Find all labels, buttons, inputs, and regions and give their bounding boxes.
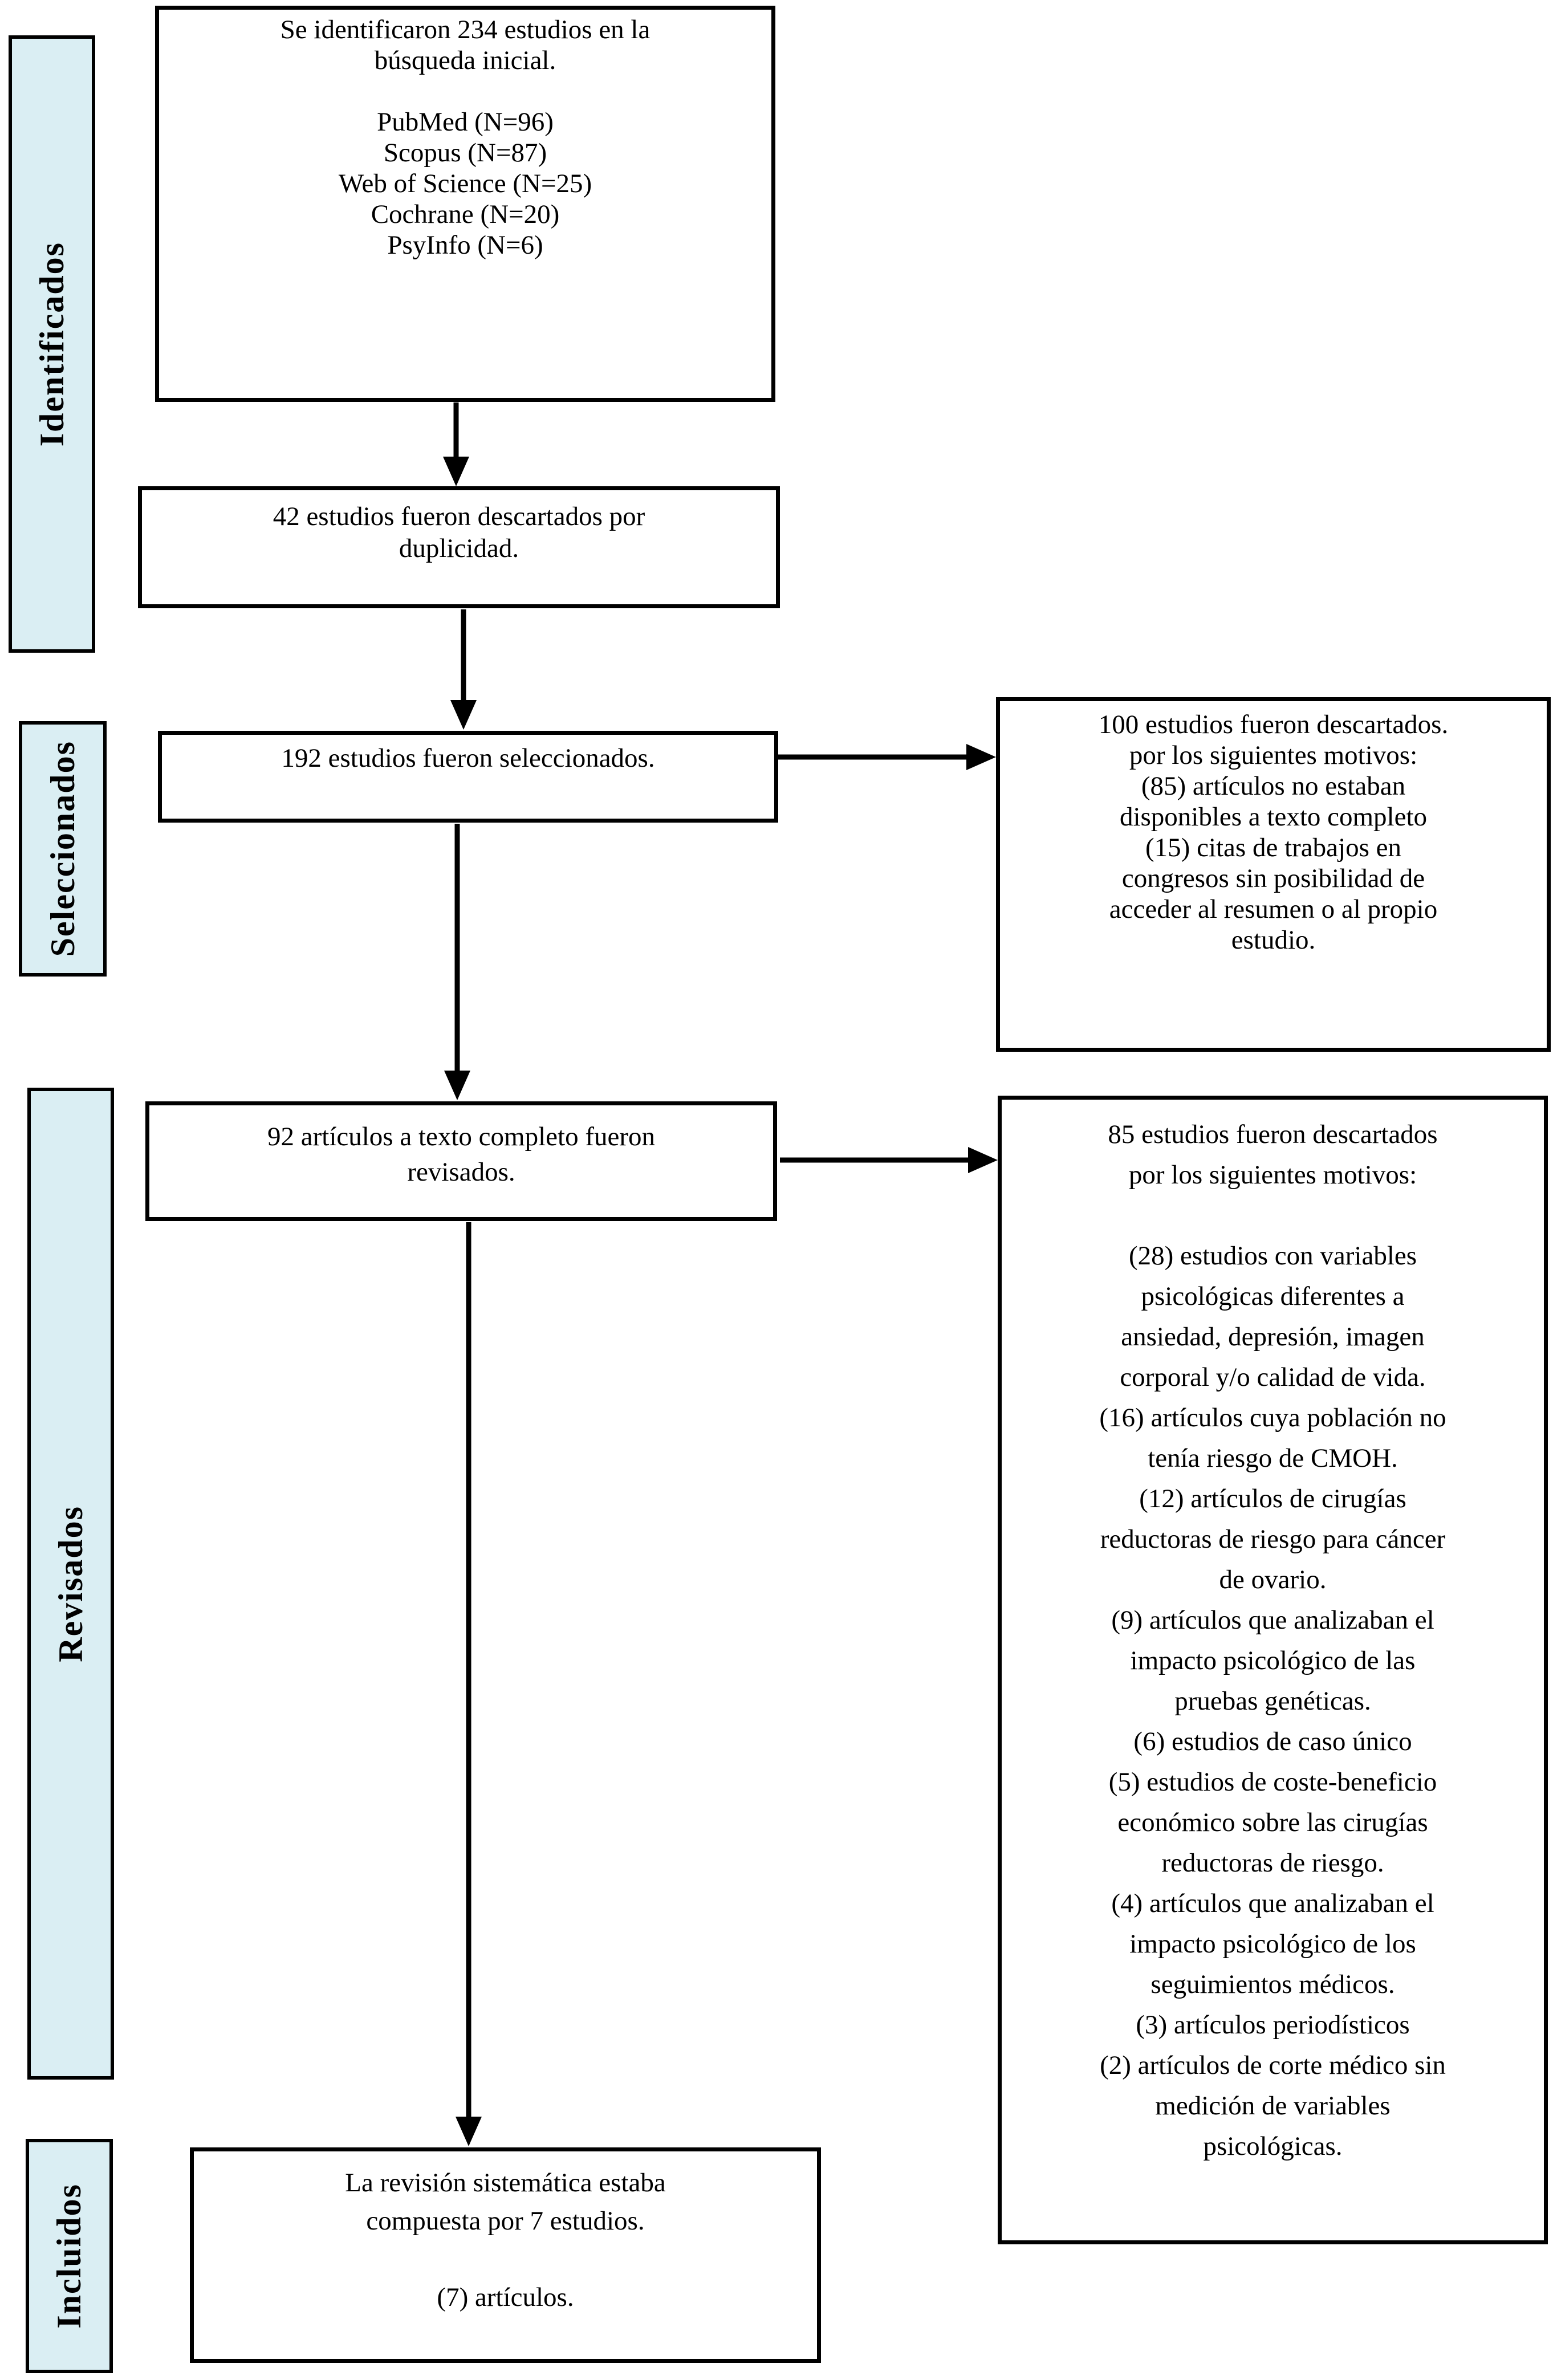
text-line: compuesta por 7 estudios.	[366, 2206, 645, 2236]
text-line: (16) artículos cuya población no	[1099, 1403, 1446, 1433]
text-line: Scopus (N=87)	[383, 138, 547, 168]
arrow-screened-to-excluded-icon	[778, 744, 996, 770]
text-line: por los siguientes motivos:	[1129, 741, 1418, 770]
text-line: 192 estudios fueron seleccionados.	[281, 743, 655, 773]
text-line: (85) artículos no estaban	[1141, 771, 1406, 801]
text-line: psicológicas diferentes a	[1141, 1281, 1405, 1311]
text-line: (7) artículos.	[437, 2283, 574, 2312]
text-line: económico sobre las cirugías	[1117, 1808, 1428, 1837]
text-line: (12) artículos de cirugías	[1139, 1484, 1406, 1514]
text-line: psicológicas.	[1203, 2131, 1343, 2161]
arrow-fulltext-to-excluded-icon	[780, 1147, 998, 1173]
text-line: (5) estudios de coste-beneficio	[1108, 1767, 1437, 1797]
text-line: impacto psicológico de los	[1129, 1929, 1416, 1959]
text-line: Cochrane (N=20)	[371, 200, 560, 229]
text-line	[1002, 1195, 1544, 1236]
text-line: tenía riesgo de CMOH.	[1148, 1443, 1398, 1473]
text-line: estudio.	[1231, 925, 1316, 955]
text-line: de ovario.	[1219, 1565, 1327, 1594]
arrow-screened-to-fulltext-icon	[444, 824, 470, 1100]
arrow-fulltext-to-included-icon	[456, 1222, 482, 2146]
text-line: por los siguientes motivos:	[1128, 1160, 1417, 1190]
text-line: medición de variables	[1155, 2091, 1391, 2121]
text-line: revisados.	[407, 1157, 515, 1187]
text-line: reductoras de riesgo para cáncer	[1100, 1524, 1446, 1554]
stage-label-revisados-text: Revisados	[51, 1505, 90, 1662]
text-line: impacto psicológico de las	[1130, 1646, 1416, 1675]
box-excluded-screening-reasons: 100 estudios fueron descartados.por los …	[996, 697, 1551, 1052]
text-line: (6) estudios de caso único	[1133, 1727, 1412, 1756]
text-line: 85 estudios fueron descartados	[1108, 1120, 1438, 1149]
text-line: (9) artículos que analizaban el	[1111, 1605, 1434, 1635]
text-line: duplicidad.	[399, 534, 519, 563]
text-line: PsyInfo (N=6)	[387, 230, 543, 260]
stage-label-revisados: Revisados	[27, 1088, 114, 2080]
box-duplicates-removed: 42 estudios fueron descartados por duplic…	[138, 486, 780, 608]
text-line: La revisión sistemática estaba	[345, 2168, 666, 2198]
text-line: PubMed (N=96)	[377, 107, 554, 137]
stage-label-seleccionados-text: Seleccionados	[43, 741, 82, 957]
stage-label-identificados-text: Identificados	[32, 241, 71, 447]
stage-label-incluidos: Incluidos	[26, 2139, 113, 2373]
text-line: ansiedad, depresión, imagen	[1121, 1322, 1425, 1352]
text-line: 92 artículos a texto completo fueron	[267, 1122, 655, 1152]
text-line: congresos sin posibilidad de	[1121, 864, 1425, 893]
text-line: (3) artículos periodísticos	[1136, 2010, 1410, 2040]
text-line: 100 estudios fueron descartados.	[1098, 710, 1449, 739]
box-studies-included: La revisión sistemática estaba compuesta …	[190, 2147, 821, 2363]
text-line: 42 estudios fueron descartados por	[273, 502, 645, 531]
text-line: disponibles a texto completo	[1119, 802, 1428, 832]
text-line: Se identificaron 234 estudios en la	[280, 15, 651, 44]
arrow-identified-to-duplicates-icon	[443, 402, 469, 486]
box-excluded-fulltext-reasons: 85 estudios fueron descartados por los si…	[998, 1096, 1548, 2244]
stage-label-incluidos-text: Incluidos	[50, 2183, 88, 2329]
stage-label-seleccionados: Seleccionados	[19, 721, 107, 977]
text-line: seguimientos médicos.	[1150, 1970, 1395, 1999]
text-line: pruebas genéticas.	[1174, 1686, 1371, 1716]
text-line: acceder al resumen o al propio	[1109, 894, 1438, 924]
text-line	[159, 76, 771, 107]
stage-label-identificados: Identificados	[9, 35, 95, 653]
text-line: corporal y/o calidad de vida.	[1120, 1362, 1426, 1392]
box-fulltext-reviewed: 92 artículos a texto completo fueron revi…	[145, 1101, 777, 1221]
text-line: (15) citas de trabajos en	[1145, 833, 1401, 863]
box-records-screened: 192 estudios fueron seleccionados.	[158, 731, 778, 823]
text-line: (2) artículos de corte médico sin	[1100, 2051, 1446, 2080]
text-line: (28) estudios con variables	[1128, 1241, 1417, 1271]
text-line: Web of Science (N=25)	[338, 169, 592, 198]
text-line: búsqueda inicial.	[374, 46, 556, 75]
text-line: reductoras de riesgo.	[1161, 1848, 1384, 1878]
arrow-duplicates-to-screened-icon	[450, 609, 477, 730]
text-line: (4) artículos que analizaban el	[1111, 1889, 1434, 1918]
text-line	[194, 2240, 817, 2279]
